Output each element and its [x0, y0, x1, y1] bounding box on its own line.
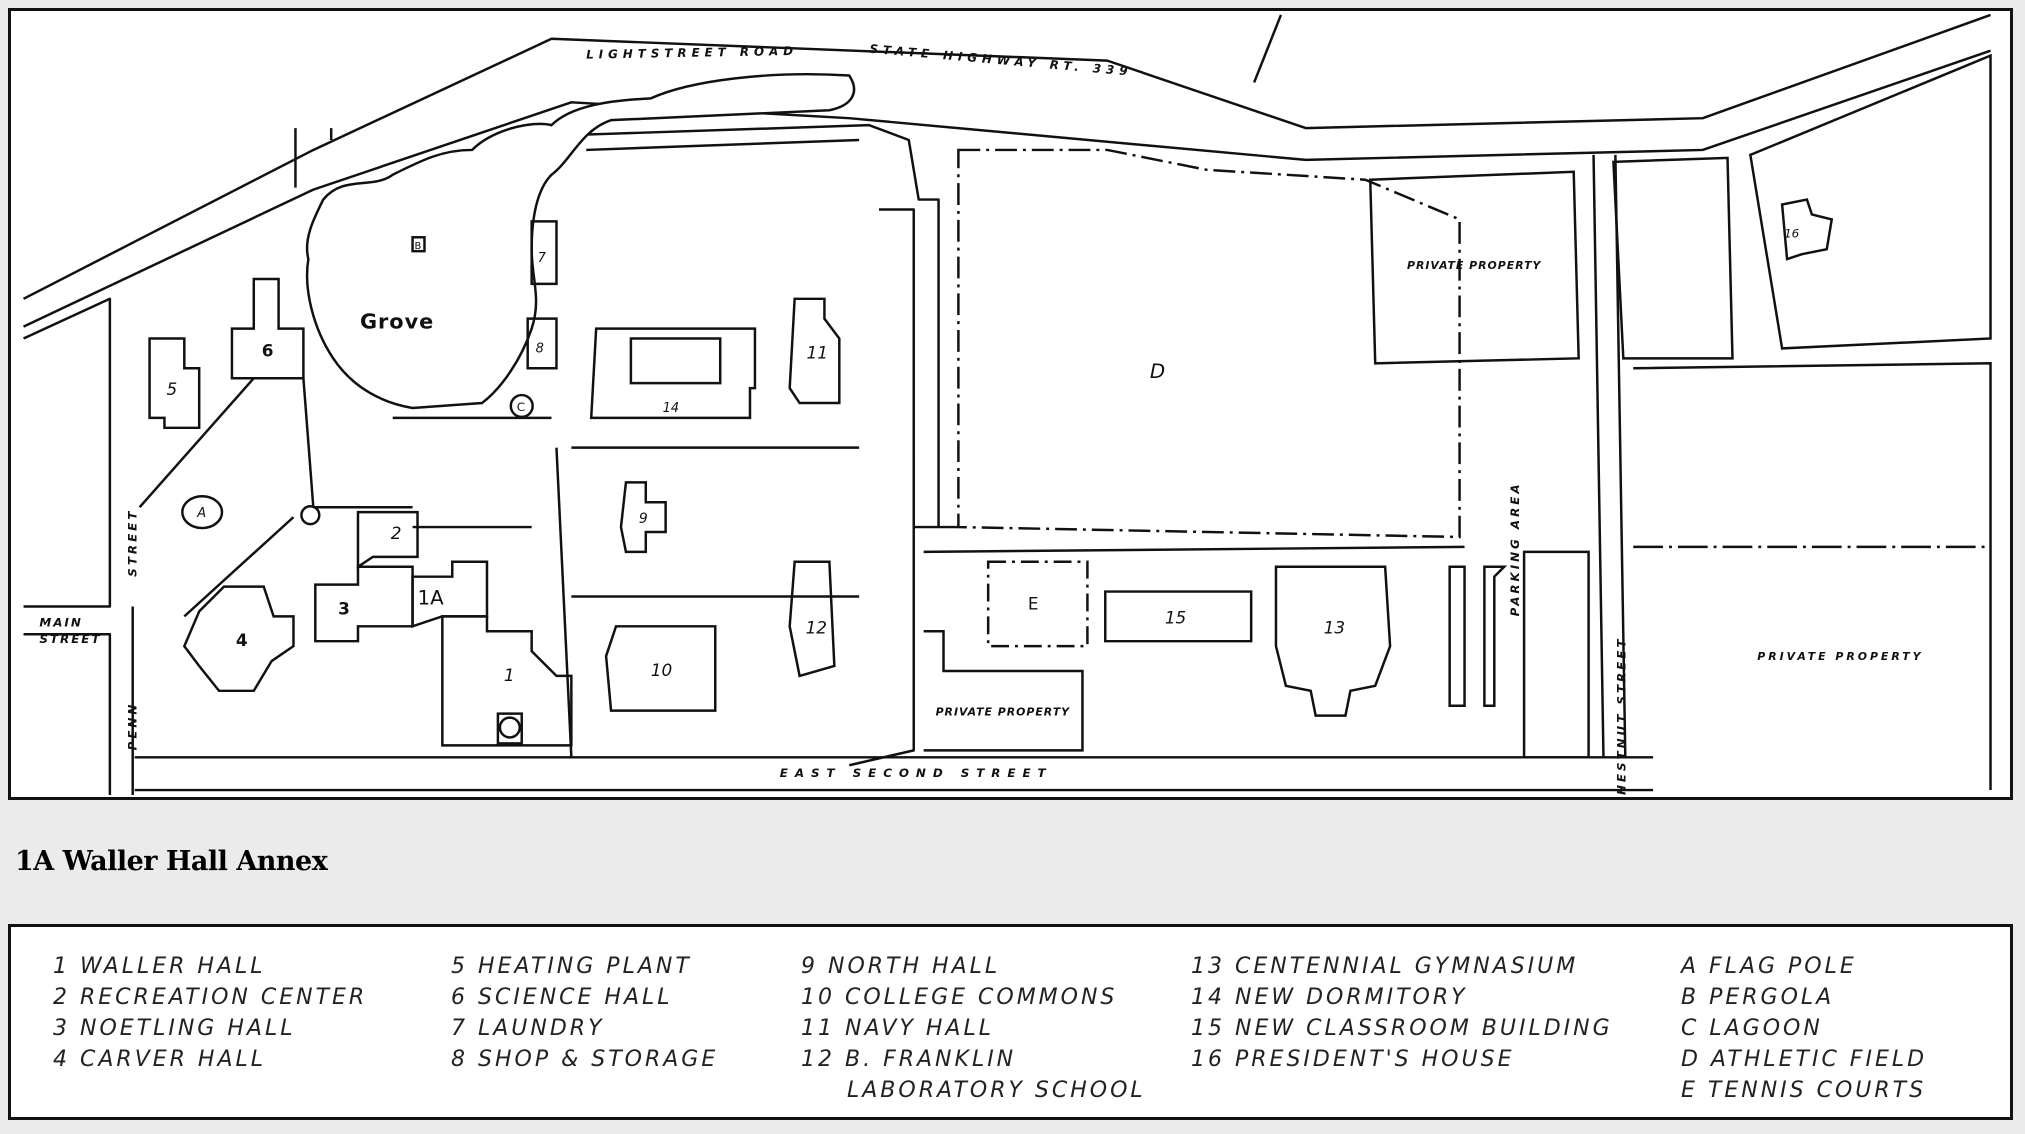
- legend-item: 8 SHOP & STORAGE: [451, 1047, 719, 1072]
- label-chestnut-street: HESTNUT STREET: [1614, 637, 1628, 795]
- marker-e: E: [1028, 593, 1039, 613]
- marker-10: 10: [651, 660, 672, 680]
- legend-item: C LAGOON: [1681, 1016, 1823, 1041]
- campus-map-drawing: LIGHTSTREET ROAD STATE HIGHWAY RT. 339 M…: [22, 13, 1992, 796]
- marker-14: 14: [663, 401, 679, 416]
- label-private-property-3: PRIVATE PROPERTY: [1757, 650, 1923, 663]
- athletic-field-outline: [957, 148, 1461, 539]
- marker-3: 3: [338, 598, 350, 618]
- marker-11: 11: [807, 342, 828, 362]
- legend-column-2: 5 HEATING PLANT 6 SCIENCE HALL 7 LAUNDRY…: [451, 951, 718, 1075]
- lagoon-circle: [509, 393, 534, 419]
- building-3-outline: [314, 565, 414, 643]
- building-9-outline: [619, 481, 667, 554]
- building-12-outline: [788, 560, 836, 678]
- legend-item: A FLAG POLE: [1681, 954, 1857, 979]
- parking-area-outline: [1448, 565, 1466, 707]
- label-parking-area: PARKING AREA: [1508, 481, 1522, 616]
- legend-item: E TENNIS COURTS: [1681, 1078, 1927, 1103]
- lightstreet-road-north-edge: [22, 13, 1991, 300]
- label-street-left: STREET: [126, 509, 140, 577]
- marker-9: 9: [639, 511, 648, 527]
- legend-column-5: A FLAG POLE B PERGOLA C LAGOON D ATHLETI…: [1681, 951, 1927, 1106]
- legend-item: 6 SCIENCE HALL: [451, 985, 673, 1010]
- legend-item: 9 NORTH HALL: [801, 954, 1001, 979]
- legend-item: 5 HEATING PLANT: [451, 954, 692, 979]
- building-6-outline: [230, 277, 305, 380]
- flag-pole-circle: [181, 495, 224, 530]
- label-lightstreet-road: LIGHTSTREET ROAD: [586, 44, 798, 62]
- legend-item: 2 RECREATION CENTER: [53, 985, 368, 1010]
- marker-16: 16: [1784, 226, 1800, 240]
- legend-item: 16 PRESIDENT'S HOUSE: [1191, 1047, 1515, 1072]
- marker-1a: 1A: [418, 586, 445, 609]
- label-private-property-2: PRIVATE PROPERTY: [936, 706, 1071, 719]
- legend-item: D ATHLETIC FIELD: [1681, 1047, 1928, 1072]
- legend-item: 13 CENTENNIAL GYMNASIUM: [1191, 954, 1579, 979]
- legend-item: 12 B. FRANKLIN: [801, 1047, 1017, 1072]
- legend-column-1: 1 WALLER HALL 2 RECREATION CENTER 3 NOET…: [53, 951, 367, 1075]
- legend-item: 7 LAUNDRY: [451, 1016, 605, 1041]
- building-15-outline: [1104, 590, 1253, 643]
- building-1a-outline: [411, 560, 489, 629]
- marker-8: 8: [536, 341, 544, 356]
- building-8-outline: [526, 317, 558, 370]
- building-4-outline: [182, 585, 295, 693]
- building-5-outline: [148, 337, 201, 430]
- legend-item: B PERGOLA: [1681, 985, 1835, 1010]
- lightstreet-road-south-edge: [23, 49, 1991, 328]
- marker-a: A: [196, 506, 206, 521]
- private-property-south-outline: [923, 630, 1084, 752]
- marker-4: 4: [236, 630, 248, 650]
- building-1-outline: [441, 615, 573, 747]
- campus-map: LIGHTSTREET ROAD STATE HIGHWAY RT. 339 M…: [8, 8, 2013, 800]
- tennis-courts-outline: [986, 560, 1089, 648]
- label-east-second-street: EAST SECOND STREET: [780, 766, 1053, 780]
- marker-7: 7: [538, 251, 547, 266]
- label-main-street-1: MAIN: [39, 615, 82, 629]
- marker-1: 1: [504, 665, 515, 685]
- legend-item: 1 WALLER HALL: [53, 954, 266, 979]
- map-legend: 1 WALLER HALL 2 RECREATION CENTER 3 NOET…: [8, 924, 2013, 1120]
- marker-5: 5: [166, 379, 177, 399]
- building-14-outline: [589, 327, 757, 420]
- marker-12: 12: [806, 617, 827, 637]
- label-main-street-2: STREET: [39, 632, 101, 646]
- building-13-outline: [1274, 565, 1392, 717]
- legend-item: 15 NEW CLASSROOM BUILDING: [1191, 1016, 1613, 1041]
- map-caption: 1A Waller Hall Annex: [15, 846, 328, 877]
- legend-item: 3 NOETLING HALL: [53, 1016, 296, 1041]
- marker-6: 6: [262, 340, 274, 360]
- marker-c: C: [517, 400, 525, 414]
- marker-2: 2: [391, 523, 402, 543]
- building-11-outline: [788, 297, 841, 405]
- building-2-outline: [356, 510, 419, 570]
- legend-item: 11 NAVY HALL: [801, 1016, 994, 1041]
- legend-item: 4 CARVER HALL: [53, 1047, 267, 1072]
- legend-item: LABORATORY SCHOOL: [847, 1078, 1146, 1103]
- marker-d: D: [1150, 360, 1165, 383]
- legend-item: 14 NEW DORMITORY: [1191, 985, 1468, 1010]
- marker-b: B: [415, 241, 422, 252]
- marker-13: 13: [1324, 617, 1345, 637]
- marker-15: 15: [1165, 607, 1186, 627]
- pergola-box: [411, 236, 426, 253]
- label-grove: Grove: [360, 310, 434, 334]
- building-7-outline: [530, 220, 558, 286]
- label-private-property-1: PRIVATE PROPERTY: [1407, 259, 1542, 272]
- legend-column-4: 13 CENTENNIAL GYMNASIUM 14 NEW DORMITORY…: [1191, 951, 1613, 1075]
- grove-woods: [305, 73, 856, 410]
- label-penn: PENN: [126, 702, 140, 751]
- private-property-north-outline: [1368, 170, 1580, 365]
- legend-item: 10 COLLEGE COMMONS: [801, 985, 1118, 1010]
- building-16-outline: [1780, 198, 1834, 261]
- building-10-outline: [604, 625, 717, 712]
- legend-column-3: 9 NORTH HALL 10 COLLEGE COMMONS 11 NAVY …: [801, 951, 1146, 1106]
